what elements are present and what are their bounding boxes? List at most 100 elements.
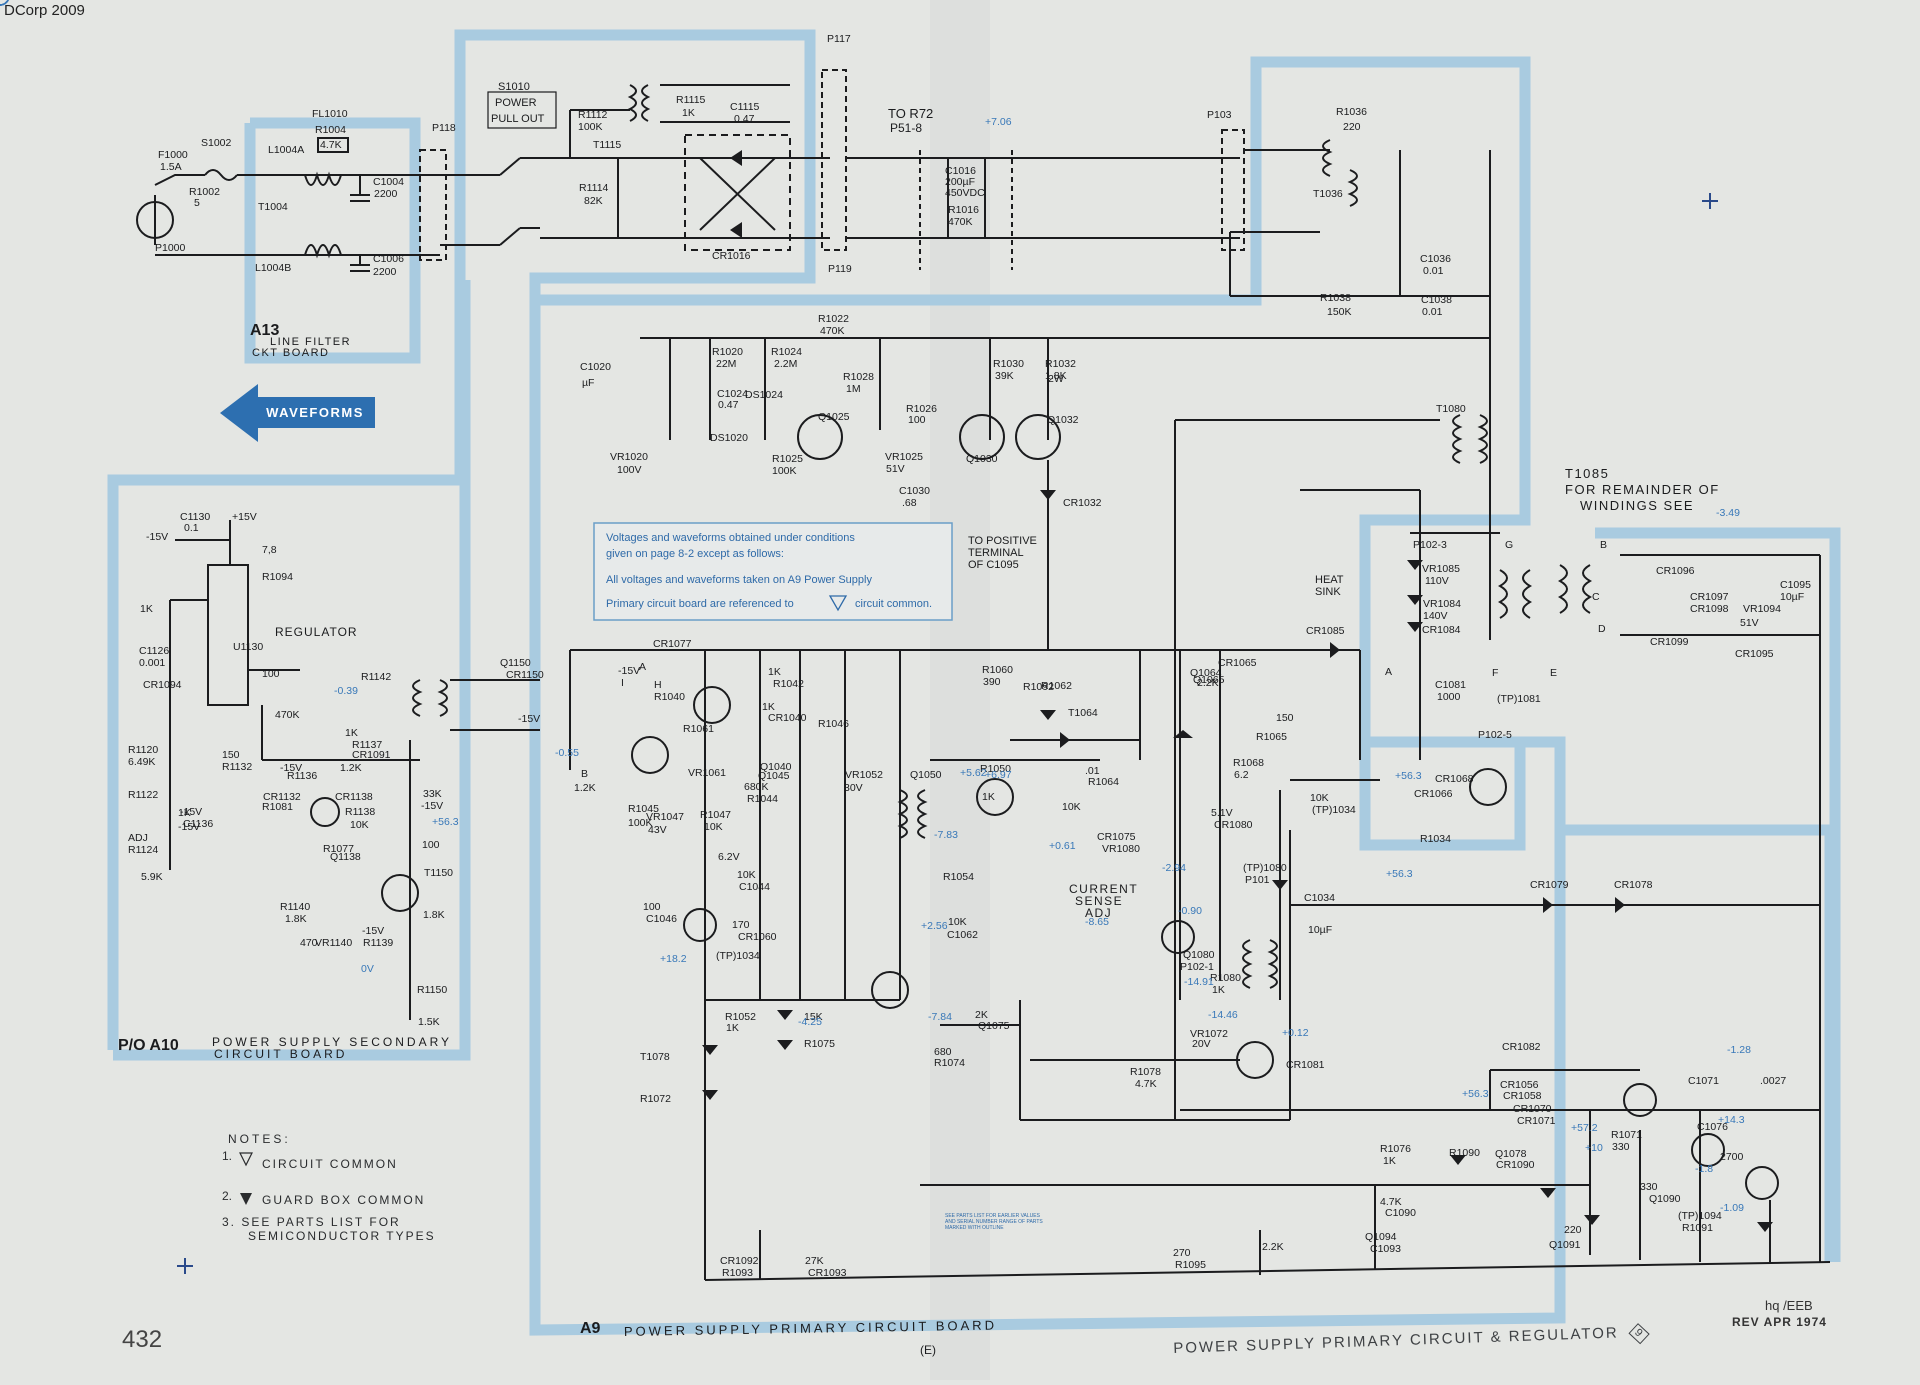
component-label: R1078 [1130, 1066, 1161, 1078]
t1085-label: T1085 [1565, 466, 1609, 481]
component-label: Q1040 [760, 761, 792, 773]
component-label: R1052 [725, 1011, 756, 1023]
component-label: CR1077 [653, 638, 692, 650]
component-label: T1080 [1436, 403, 1466, 415]
component-label: 1.5K [418, 1016, 440, 1028]
component-label: C1016 [945, 165, 976, 177]
component-label: H [654, 679, 662, 691]
component-label: C1030 [899, 485, 930, 497]
component-label: (TP)1034 [1312, 804, 1356, 816]
component-label: 10K [704, 821, 723, 833]
component-label: P102-1 [1180, 961, 1214, 973]
component-label: I [621, 677, 624, 689]
a10-sub: CIRCUIT BOARD [214, 1047, 347, 1061]
component-label: C1095 [1780, 579, 1811, 591]
component-label: Q1050 [910, 769, 942, 781]
component-label: C1038 [1421, 294, 1452, 306]
component-label: Q1090 [1649, 1193, 1681, 1205]
component-label: 390 [983, 676, 1001, 688]
regulator-label: REGULATOR [275, 625, 358, 639]
component-label: 330 [1640, 1181, 1658, 1193]
component-label: C1044 [739, 881, 770, 893]
component-label: R1020 [712, 346, 743, 358]
waveforms-arrow-shape[interactable] [220, 384, 375, 442]
component-label: 0.01 [1422, 306, 1443, 318]
component-label: P102-5 [1478, 729, 1512, 741]
a9-top-outline [535, 56, 1566, 842]
voltage-reading: -2.94 [1162, 862, 1186, 874]
s1010-label: S1010 [498, 81, 530, 93]
component-label: T1115 [593, 139, 621, 151]
voltage-reading: +57.2 [1571, 1122, 1598, 1134]
component-label: C1004 [373, 176, 404, 188]
component-label: R1065 [1256, 731, 1287, 743]
component-label: VR1025 [885, 451, 923, 463]
component-label: L1004B [255, 262, 291, 274]
voltage-reading: -1.09 [1720, 1202, 1744, 1214]
component-label: ADJ [128, 832, 148, 844]
component-label: +15V [232, 511, 257, 523]
component-label: C1081 [1435, 679, 1466, 691]
component-label: C [1592, 591, 1600, 603]
component-label: 100V [617, 464, 642, 476]
component-label: Q1150 [500, 657, 531, 669]
component-label: 5.9K [141, 871, 163, 883]
voltage-reading: -3.49 [1716, 507, 1740, 519]
notes-title: NOTES: [228, 1132, 291, 1146]
component-label: A [1385, 666, 1392, 678]
component-label: (TP)1081 [1497, 693, 1541, 705]
component-label: R1091 [1682, 1222, 1713, 1234]
component-label: R1032 [1045, 358, 1076, 370]
component-label: P101 [1245, 874, 1270, 886]
waveform-marker: 5 [0, 0, 3, 3]
component-label: FL1010 [312, 108, 348, 120]
component-label: R1071 [1611, 1129, 1642, 1141]
component-label: 140V [1423, 610, 1448, 622]
component-label: 15K [804, 1011, 823, 1023]
component-label: (TP)1034 [716, 950, 760, 962]
component-label: VR1094 [1743, 603, 1781, 615]
voltage-reading: +7.06 [985, 116, 1012, 128]
component-label: 20V [1192, 1038, 1211, 1050]
guard-note: SEE PARTS LIST FOR EARLIER VALUES AND SE… [945, 1213, 1043, 1231]
component-label: R1080 [1210, 972, 1241, 984]
component-label: 470 [300, 937, 318, 949]
voltage-reading: -0.55 [555, 747, 579, 759]
note-line-1: Voltages and waveforms obtained under co… [606, 532, 855, 544]
note-2-num: 2. [222, 1189, 232, 1203]
component-label: 1K [140, 603, 153, 615]
component-label: Q1065 [1193, 674, 1225, 686]
voltage-reading: +0.12 [1282, 1027, 1309, 1039]
diode-marks [702, 150, 1773, 1232]
voltage-reading: +14.3 [1718, 1114, 1745, 1126]
waveforms-arrow[interactable]: WAVEFORMS [220, 384, 375, 442]
waveform-marker: 2 [0, 0, 3, 3]
component-label: VR1140 [315, 937, 352, 949]
component-label: R1042 [773, 678, 804, 690]
to-positive-3: OF C1095 [968, 559, 1019, 571]
voltage-reading: -4.23 [0, 0, 24, 3]
notes-block: NOTES: 1. CIRCUIT COMMON 2. GUARD BOX CO… [222, 1132, 434, 1243]
component-label: 270 [1173, 1247, 1191, 1259]
component-label: CR1066 [1414, 788, 1453, 800]
component-label: 150 [1276, 712, 1294, 724]
component-label: CR1132 [263, 791, 301, 803]
component-label: R1044 [747, 793, 778, 805]
component-label: 51V [1740, 617, 1759, 629]
component-label: C1093 [1370, 1243, 1401, 1255]
voltage-reading: +10 [1585, 1142, 1603, 1154]
component-label: R1072 [640, 1093, 671, 1105]
component-label: R1068 [1233, 757, 1264, 769]
a10-id: P/O A10 [118, 1037, 179, 1054]
component-label: 680 [934, 1046, 952, 1058]
component-label: R1094 [262, 571, 293, 583]
component-label: G [1505, 539, 1513, 551]
component-label: 4.7K [320, 139, 342, 151]
component-label: F1000 [158, 149, 188, 161]
waveforms-label[interactable]: WAVEFORMS [266, 405, 364, 420]
component-label: R1054 [943, 871, 974, 883]
voltage-reading: -3.87 [0, 0, 24, 3]
component-label: CR1080 [1214, 819, 1253, 831]
t1085-text-1: FOR REMAINDER OF [1565, 482, 1720, 497]
